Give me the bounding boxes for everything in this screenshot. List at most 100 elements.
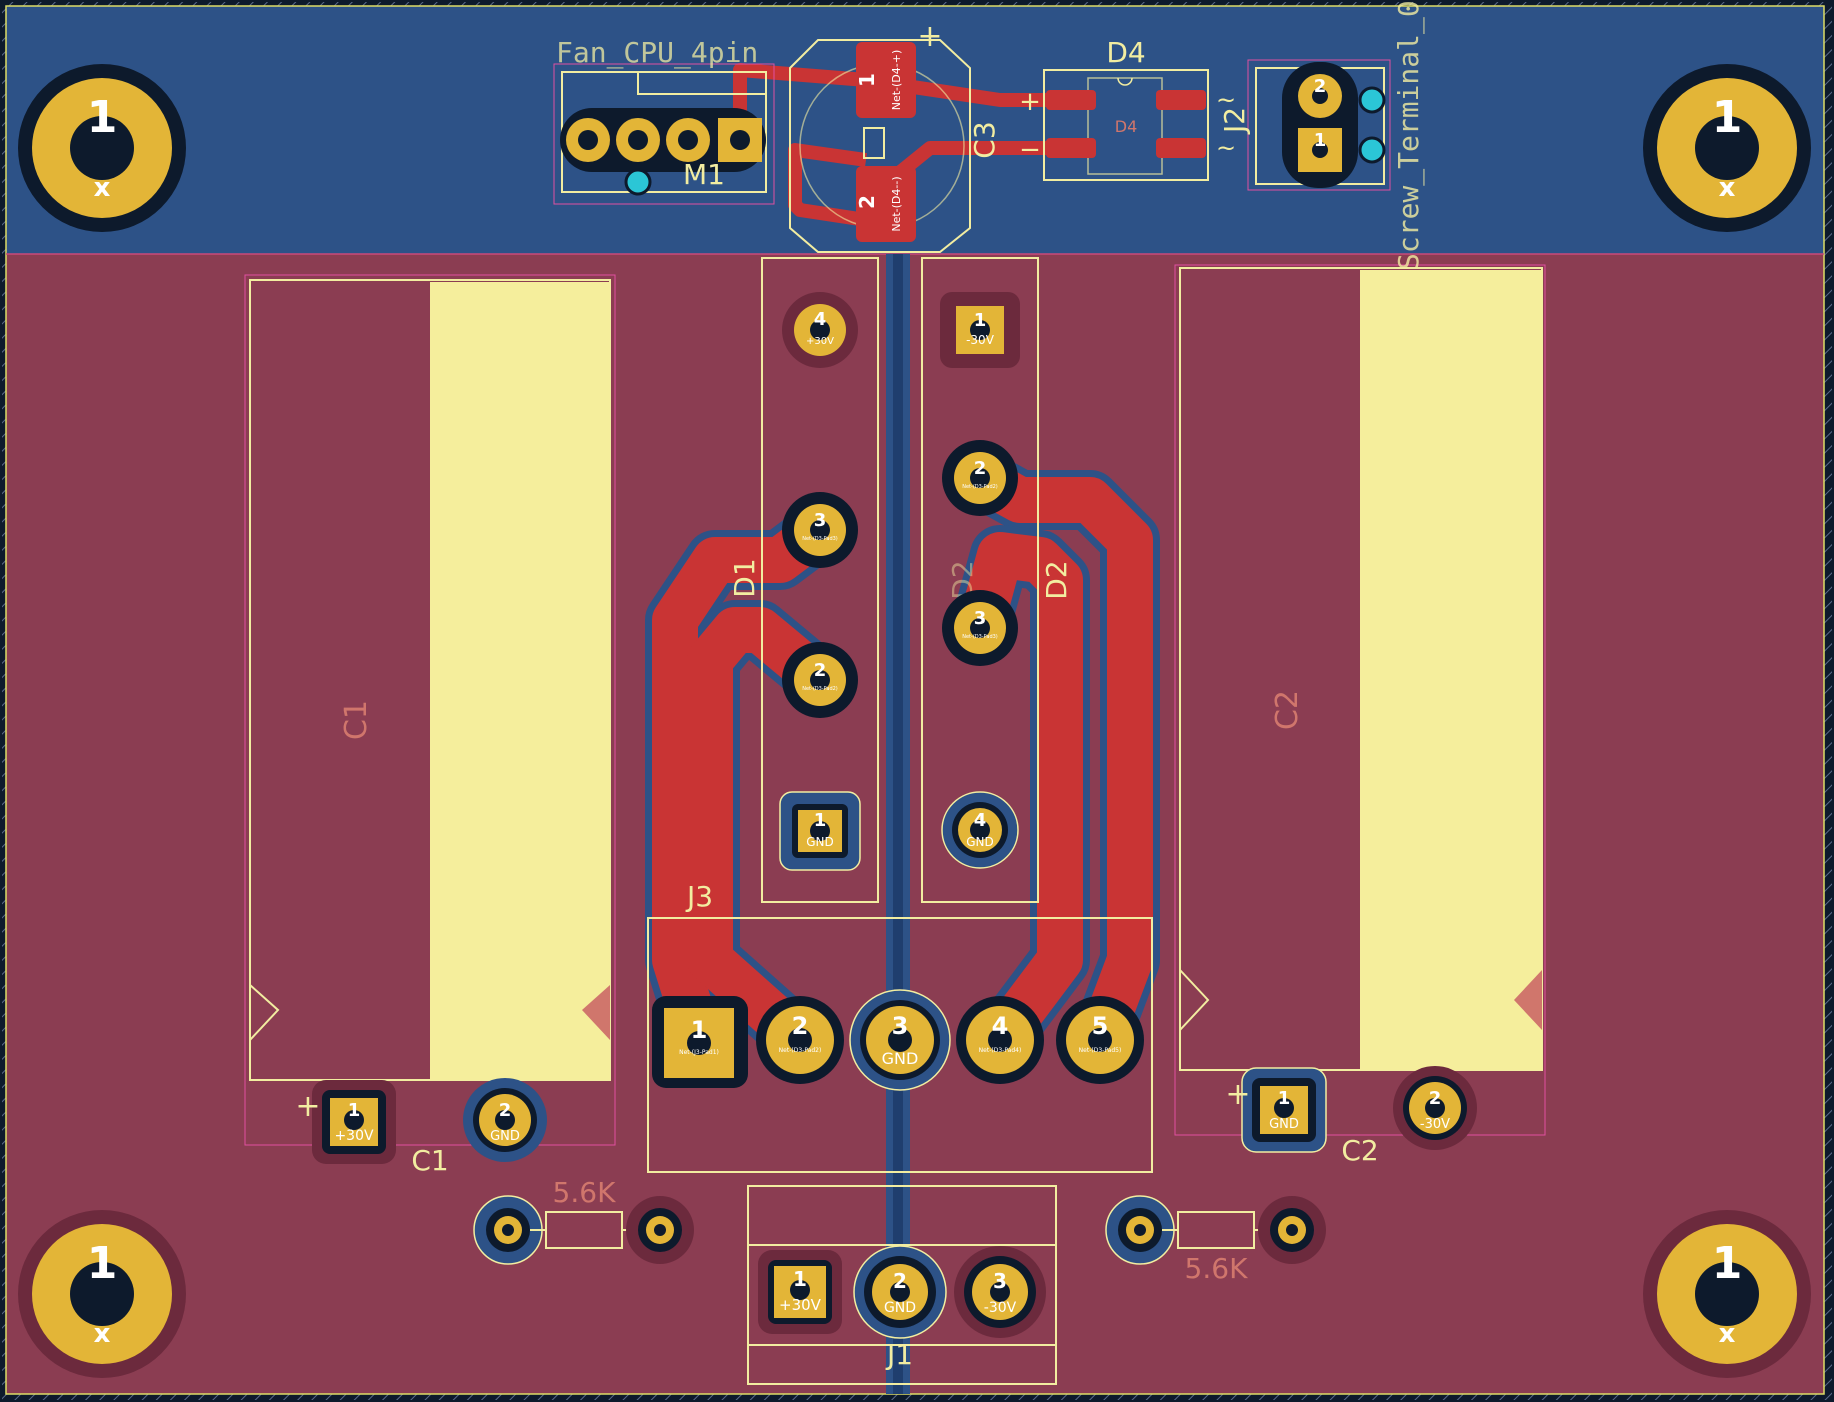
j3-pad-5[interactable]: 5 Net-(D3-Pad5) xyxy=(1056,996,1144,1084)
d4-minus-label: − xyxy=(1019,135,1041,165)
d4-pad-minus[interactable] xyxy=(1046,138,1096,158)
via[interactable] xyxy=(1358,136,1386,164)
j3-reference: J3 xyxy=(685,880,713,913)
svg-text:2: 2 xyxy=(792,1012,809,1040)
board-outline xyxy=(5,5,1825,1395)
capacitor-c2-body[interactable] xyxy=(1174,264,1546,1136)
d2-pad-2[interactable]: 2 Net-(D3-Pad2) xyxy=(942,440,1018,516)
d2-pad-3[interactable]: 3 Net-(D3-Pad3) xyxy=(942,590,1018,666)
svg-text:1: 1 xyxy=(691,1016,708,1044)
capacitor-c3[interactable]: 1 2 Net-(D4-+) Net-(D4--) xyxy=(789,39,971,253)
c3-plus-mark: + xyxy=(917,19,942,54)
svg-text:4: 4 xyxy=(992,1012,1009,1040)
resistor-right-value: 5.6K xyxy=(1185,1252,1249,1285)
svg-text:Net-(J3-Pad1): Net-(J3-Pad1) xyxy=(679,1049,719,1056)
svg-text:2: 2 xyxy=(814,660,827,681)
svg-text:4: 4 xyxy=(814,309,827,330)
svg-text:x: x xyxy=(94,1319,111,1349)
svg-text:Net-(D3-Pad2): Net-(D3-Pad2) xyxy=(802,686,838,692)
svg-text:2: 2 xyxy=(974,458,987,479)
c2-fab-label: C2 xyxy=(1270,690,1305,730)
isolation-channel-core xyxy=(893,254,903,1394)
d2-pad-1[interactable]: 1 -30V xyxy=(940,292,1020,368)
svg-text:-30V: -30V xyxy=(984,1300,1017,1316)
capacitor-c1-body[interactable] xyxy=(244,274,616,1146)
d4-pad-ac2[interactable] xyxy=(1156,138,1206,158)
c1-pad-2[interactable]: 2 GND xyxy=(463,1078,547,1162)
svg-text:1: 1 xyxy=(855,73,879,87)
d2-pad-4[interactable]: 4 GND xyxy=(941,791,1019,869)
svg-text:GND: GND xyxy=(882,1049,919,1068)
j3-pad-4[interactable]: 4 Net-(D3-Pad4) xyxy=(956,996,1044,1084)
svg-text:GND: GND xyxy=(490,1129,520,1144)
svg-text:3: 3 xyxy=(993,1269,1007,1293)
j1-reference: J1 xyxy=(885,1338,913,1371)
j3-pad-2[interactable]: 2 Net-(D3-Pad2) xyxy=(756,996,844,1084)
svg-text:Net-(D3-Pad4): Net-(D3-Pad4) xyxy=(979,1047,1022,1054)
m1-value: Fan_CPU_4pin xyxy=(556,36,758,70)
screw-terminal-j2[interactable]: 2 1 xyxy=(1247,59,1391,191)
j1-pad-1[interactable]: 1 +30V xyxy=(758,1250,842,1334)
d4-reference: D4 xyxy=(1106,36,1145,69)
svg-text:1: 1 xyxy=(974,310,987,331)
mounting-hole-bottom-right[interactable]: 1 x xyxy=(1643,1210,1811,1378)
svg-text:3: 3 xyxy=(892,1012,909,1040)
svg-text:1: 1 xyxy=(87,92,118,143)
c2-plus-mark: + xyxy=(1225,1077,1250,1112)
mounting-hole-top-right[interactable]: 1 x xyxy=(1643,64,1811,232)
j3-pad-1[interactable]: 1 Net-(J3-Pad1) xyxy=(652,996,748,1088)
c3-pad-1[interactable] xyxy=(856,42,916,118)
bottom-copper-zone[interactable] xyxy=(6,254,1824,1394)
d4-pad-ac1[interactable] xyxy=(1156,90,1206,110)
c1-fab-label: C1 xyxy=(339,700,374,740)
svg-text:Net-(D3-Pad3): Net-(D3-Pad3) xyxy=(962,634,998,640)
fan-header-m1[interactable] xyxy=(553,63,775,205)
c2-pad-2[interactable]: 2 -30V xyxy=(1393,1066,1477,1150)
d1-pad-1[interactable]: 1 GND xyxy=(779,791,861,871)
svg-text:-30V: -30V xyxy=(1420,1117,1450,1132)
svg-text:2: 2 xyxy=(855,195,879,209)
c2-pad-1[interactable]: 1 GND xyxy=(1241,1067,1327,1153)
svg-text:-30V: -30V xyxy=(966,333,995,347)
svg-text:3: 3 xyxy=(974,608,987,629)
svg-text:3: 3 xyxy=(814,510,827,531)
svg-text:Net-(D4--): Net-(D4--) xyxy=(890,176,903,231)
svg-text:x: x xyxy=(1719,173,1736,203)
svg-text:1: 1 xyxy=(793,1267,807,1291)
copper-tracks[interactable] xyxy=(645,448,1160,1070)
svg-text:GND: GND xyxy=(806,835,834,849)
svg-text:Net-(D3-Pad5): Net-(D3-Pad5) xyxy=(1079,1047,1122,1054)
bridge-d4[interactable]: D4 xyxy=(1043,69,1209,181)
via[interactable] xyxy=(1358,86,1386,114)
c3-pad-2[interactable] xyxy=(856,166,916,242)
svg-text:1: 1 xyxy=(1314,130,1327,151)
d1-outline xyxy=(761,257,879,903)
svg-text:1: 1 xyxy=(814,810,827,831)
svg-text:Net-(D3-Pad2): Net-(D3-Pad2) xyxy=(779,1047,822,1054)
svg-text:D4: D4 xyxy=(1115,117,1138,136)
d1-pad-2[interactable]: 2 Net-(D3-Pad2) xyxy=(782,642,858,718)
d4-pad-plus[interactable] xyxy=(1046,90,1096,110)
d1-pad-4[interactable]: 4 +30V xyxy=(782,292,858,368)
d2-outline xyxy=(921,257,1039,903)
m1-reference: M1 xyxy=(683,158,725,191)
resistor-left-value: 5.6K xyxy=(553,1176,617,1209)
svg-text:x: x xyxy=(94,173,111,203)
j3-outline xyxy=(647,917,1153,1173)
svg-text:2: 2 xyxy=(1314,76,1327,97)
mounting-hole-bottom-left[interactable]: 1 x xyxy=(18,1210,186,1378)
via[interactable] xyxy=(624,168,652,196)
c1-pad-1[interactable]: 1 +30V xyxy=(312,1080,396,1164)
d1-pad-3[interactable]: 3 Net-(D3-Pad3) xyxy=(782,492,858,568)
svg-text:2: 2 xyxy=(1429,1088,1442,1109)
resistor-left[interactable] xyxy=(473,1195,694,1265)
resistor-right[interactable] xyxy=(1105,1195,1326,1265)
j1-pad-2[interactable]: 2 GND xyxy=(853,1245,947,1339)
svg-text:+30V: +30V xyxy=(334,1128,374,1144)
svg-text:5: 5 xyxy=(1092,1012,1109,1040)
j1-pad-3[interactable]: 3 -30V xyxy=(954,1246,1046,1338)
mounting-hole-top-left[interactable]: 1 x xyxy=(18,64,186,232)
j3-pad-3[interactable]: 3 GND xyxy=(849,989,951,1091)
c1-plus-mark: + xyxy=(295,1089,320,1124)
